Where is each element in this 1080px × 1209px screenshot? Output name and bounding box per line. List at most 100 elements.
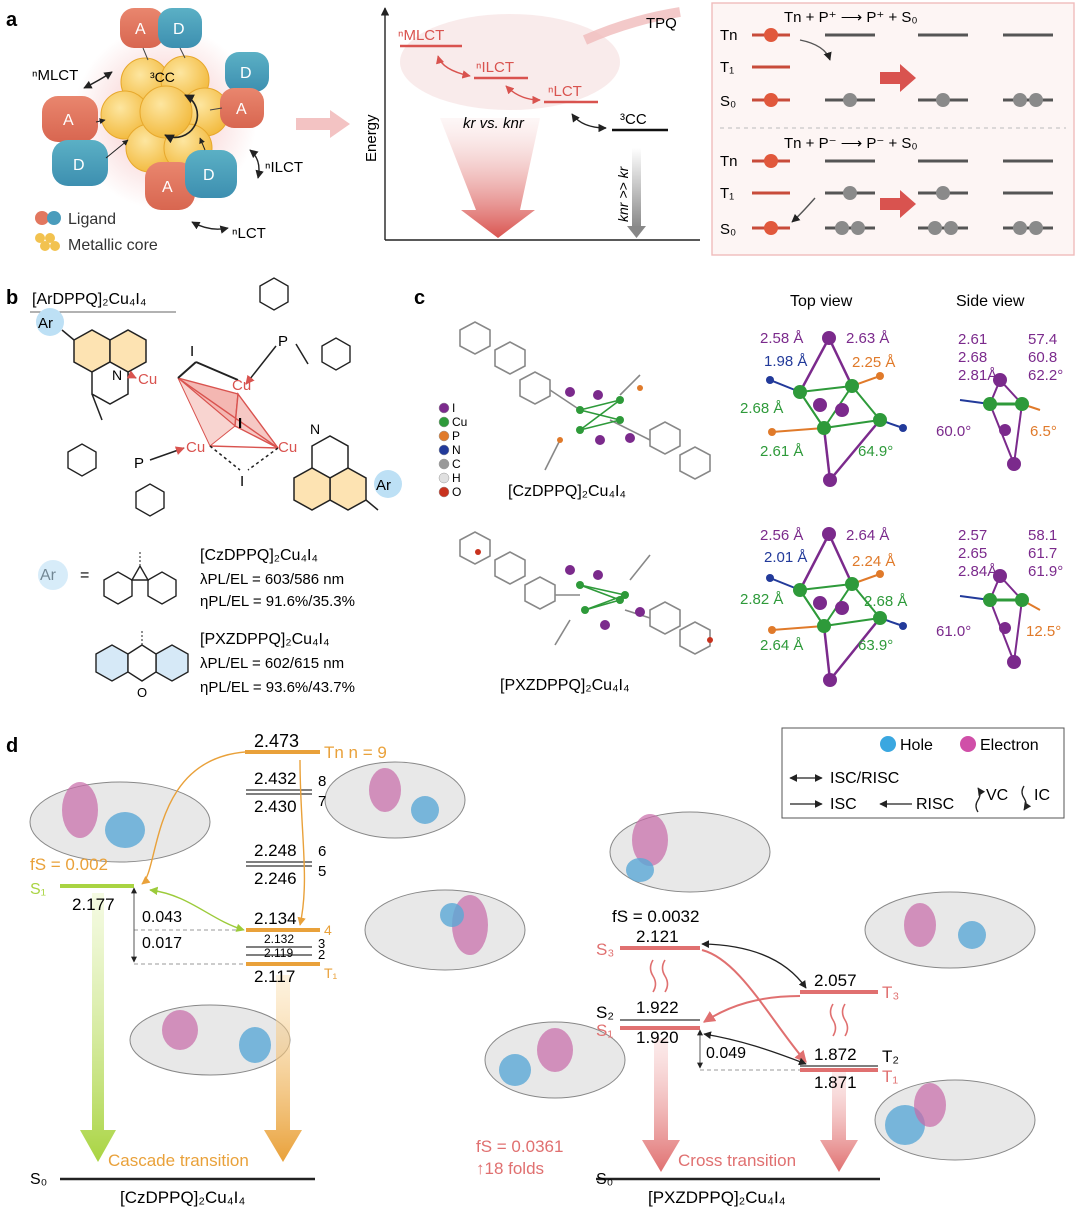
- legend-atom-o: [438, 486, 450, 498]
- svg-text:O: O: [137, 685, 147, 700]
- svg-text:[PXZDPPQ]₂Cu₄I₄: [PXZDPPQ]₂Cu₄I₄: [648, 1188, 786, 1207]
- svg-text:2.121: 2.121: [636, 927, 679, 946]
- cc-label: ³CC: [150, 69, 175, 85]
- svg-text:6: 6: [318, 843, 326, 860]
- svg-text:2.25 Å: 2.25 Å: [852, 354, 895, 371]
- pxz-side-view: 2.57 2.65 2.84Å 58.1 61.7 61.9° 61.0° 12…: [936, 527, 1063, 669]
- svg-text:2.177: 2.177: [72, 895, 115, 914]
- cz-side-view: 2.61 2.68 2.81Å 57.4 60.8 62.2° 60.0° 6.…: [936, 331, 1063, 471]
- legend-atom-label: N: [452, 443, 461, 457]
- svg-text:[CzDPPQ]₂Cu₄I₄: [CzDPPQ]₂Cu₄I₄: [120, 1188, 245, 1207]
- svg-text:D: D: [203, 167, 215, 184]
- svg-text:Ar: Ar: [376, 477, 391, 494]
- svg-text:P: P: [278, 333, 288, 350]
- svg-text:2.58 Å: 2.58 Å: [760, 330, 803, 347]
- svg-text:2.81Å: 2.81Å: [958, 367, 997, 384]
- svg-text:2: 2: [318, 947, 325, 962]
- svg-text:P: P: [134, 455, 144, 472]
- svg-text:0.017: 0.017: [142, 935, 182, 952]
- cz-top-view: 2.58 Å 2.63 Å 1.98 Å 2.25 Å 2.68 Å 2.61 …: [740, 330, 907, 487]
- svg-text:Tn: Tn: [720, 153, 738, 170]
- legend-atom-p: [438, 430, 450, 442]
- knr-gg-kr: knr >> kr: [615, 165, 631, 222]
- svg-text:fS = 0.0032: fS = 0.0032: [612, 907, 699, 926]
- svg-text:62.2°: 62.2°: [1028, 367, 1063, 384]
- svg-text:ISC: ISC: [830, 796, 857, 813]
- svg-text:=: =: [80, 567, 89, 584]
- svg-text:2.61 Å: 2.61 Å: [760, 443, 803, 460]
- ligand-top: A D: [120, 8, 202, 61]
- svg-text:λPL/EL = 603/586 nm: λPL/EL = 603/586 nm: [200, 571, 344, 588]
- svg-text:61.0°: 61.0°: [936, 623, 971, 640]
- svg-text:61.7: 61.7: [1028, 545, 1057, 562]
- svg-text:60.0°: 60.0°: [936, 423, 971, 440]
- svg-text:S₀: S₀: [720, 221, 736, 238]
- svg-text:I: I: [238, 415, 242, 432]
- cu4i4-structure: I I I Cu Cu Cu Cu Ar N P N: [36, 277, 402, 517]
- cz-molecule: [459, 321, 711, 480]
- svg-text:63.9°: 63.9°: [858, 637, 893, 654]
- energy-diagram: Energy TPQ ⁿMLCT ⁿILCT ⁿLCT ³CC kr vs. k…: [363, 7, 700, 241]
- tpq-bottom-equation: Tn + P⁻ ⟶ P⁻ + S₀: [784, 135, 918, 152]
- svg-text:57.4: 57.4: [1028, 331, 1057, 348]
- svg-text:7: 7: [318, 793, 326, 810]
- svg-text:T₁: T₁: [720, 185, 734, 202]
- svg-text:Hole: Hole: [900, 737, 933, 754]
- svg-text:2.63 Å: 2.63 Å: [846, 330, 889, 347]
- svg-text:1.872: 1.872: [814, 1045, 857, 1064]
- lct-label: ⁿLCT: [232, 225, 266, 242]
- svg-text:2.246: 2.246: [254, 869, 297, 888]
- svg-text:61.9°: 61.9°: [1028, 563, 1063, 580]
- svg-text:3: 3: [318, 936, 325, 951]
- svg-text:0.049: 0.049: [706, 1045, 746, 1062]
- svg-text:2.57: 2.57: [958, 527, 987, 544]
- svg-text:Electron: Electron: [980, 737, 1039, 754]
- svg-text:S₃: S₃: [596, 940, 614, 959]
- svg-text:2.134: 2.134: [254, 909, 297, 928]
- svg-text:fS = 0.002: fS = 0.002: [30, 855, 108, 874]
- level-mlct: ⁿMLCT: [398, 27, 444, 44]
- cz-structure-name: [CzDPPQ]₂Cu₄I₄: [508, 483, 626, 500]
- svg-text:2.248: 2.248: [254, 841, 297, 860]
- pxz-molecule: [459, 531, 711, 655]
- energy-axis-label: Energy: [363, 114, 380, 162]
- phenoxazine-structure: O: [95, 630, 189, 700]
- level-ilct: ⁿILCT: [476, 59, 514, 76]
- legend-atom-h: [438, 472, 450, 484]
- svg-text:2.68 Å: 2.68 Å: [864, 593, 907, 610]
- cluster-legend: Ligand Metallic core: [35, 211, 158, 254]
- legend-atom-c: [438, 458, 450, 470]
- cluster-illustration: ³CC A D D A A D: [32, 8, 303, 254]
- carbazole-structure: [103, 552, 177, 605]
- svg-text:T₁: T₁: [720, 59, 734, 76]
- svg-text:64.9°: 64.9°: [858, 443, 893, 460]
- ligand-left: A D: [42, 96, 129, 186]
- svg-text:2.117: 2.117: [254, 967, 295, 986]
- svg-text:S₁: S₁: [30, 881, 46, 898]
- svg-text:S₂: S₂: [596, 1003, 614, 1022]
- svg-text:↑18 folds: ↑18 folds: [476, 1159, 544, 1178]
- ligand-right: D A: [209, 52, 269, 128]
- svg-text:4: 4: [324, 922, 332, 938]
- pxz-top-view: 2.56 Å 2.64 Å 2.01 Å 2.24 Å 2.82 Å 2.68 …: [740, 527, 907, 687]
- svg-text:2.473: 2.473: [254, 731, 299, 751]
- svg-text:1.98 Å: 1.98 Å: [764, 353, 807, 370]
- svg-text:A: A: [135, 21, 146, 38]
- svg-text:N: N: [310, 421, 320, 437]
- panel-b: b [ArDPPQ]₂Cu₄I₄ I I I Cu Cu Cu Cu: [6, 277, 402, 700]
- cz-energy-diagram: 2.473 Tn n = 9 2.432 2.430 8 7 2.248 2.2…: [30, 731, 387, 1207]
- svg-text:Cu: Cu: [232, 377, 251, 394]
- tpq-box: Tn + P⁺ ⟶ P⁺ + S₀ Tn + P⁻ ⟶ P⁻ + S₀ Tn T…: [711, 2, 1075, 256]
- level-cc: ³CC: [620, 111, 647, 128]
- svg-text:A: A: [63, 112, 74, 129]
- svg-text:A: A: [236, 101, 247, 118]
- svg-text:58.1: 58.1: [1028, 527, 1057, 544]
- svg-text:T₂: T₂: [882, 1047, 899, 1066]
- svg-text:Cu: Cu: [186, 439, 205, 456]
- svg-text:λPL/EL = 602/615 nm: λPL/EL = 602/615 nm: [200, 655, 344, 672]
- kr-vs-knr: kr vs. knr: [463, 115, 525, 132]
- svg-text:1.871: 1.871: [814, 1073, 857, 1092]
- svg-text:I: I: [190, 343, 194, 360]
- svg-text:S₀: S₀: [720, 93, 736, 110]
- legend-atom-label: Cu: [452, 415, 467, 429]
